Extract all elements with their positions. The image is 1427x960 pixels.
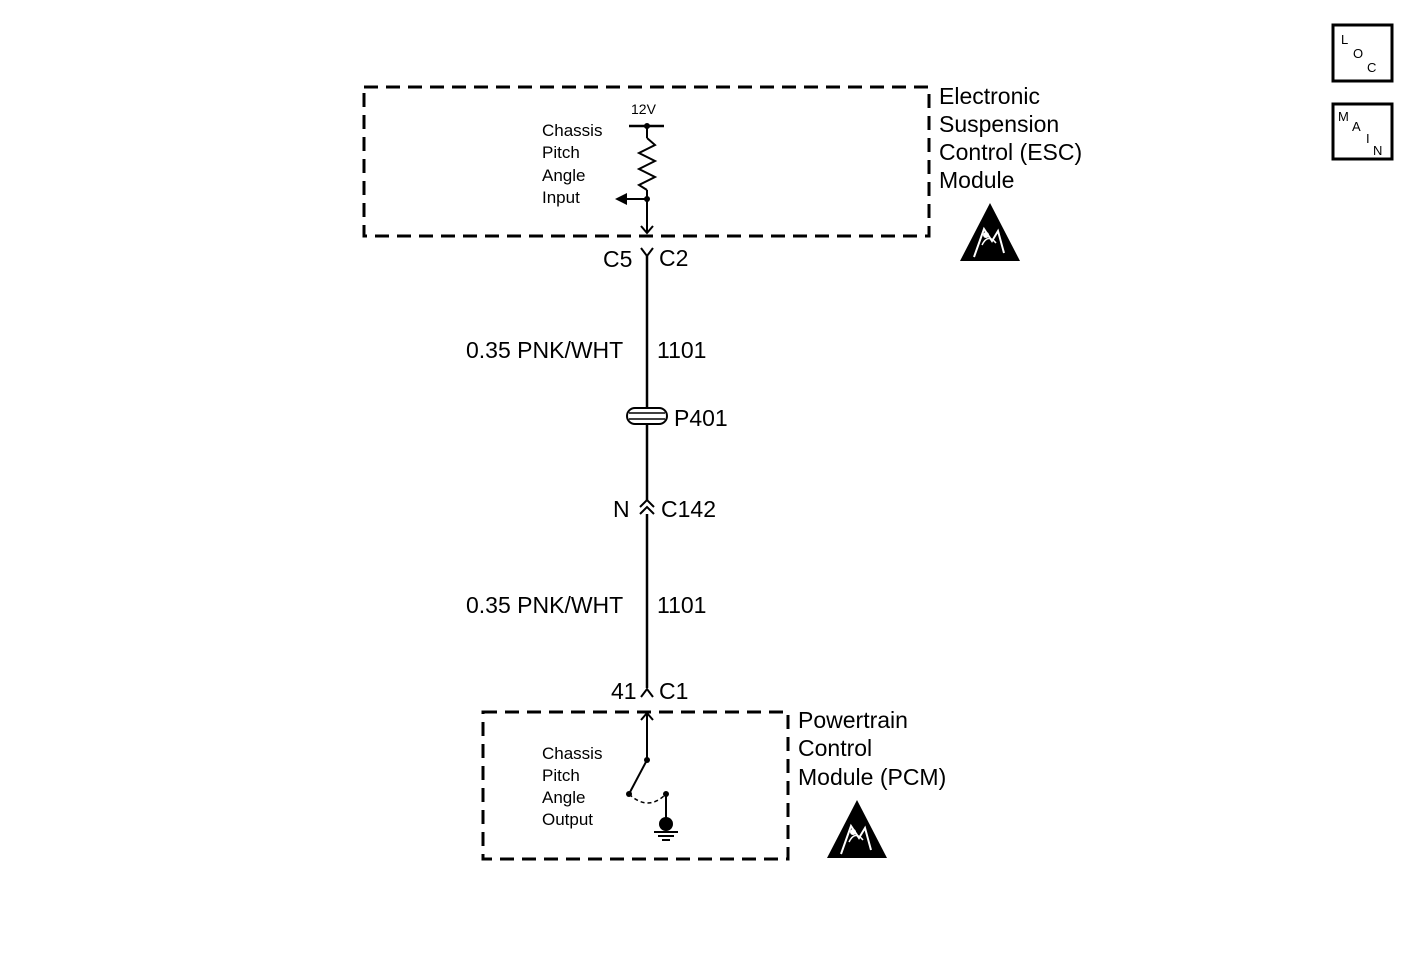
input-label-line-3: Angle xyxy=(542,166,585,185)
loc-letter-l: L xyxy=(1341,32,1348,47)
pullup-resistor xyxy=(636,137,658,191)
switch-mechanical-link xyxy=(628,793,667,804)
esc-module-box xyxy=(362,85,931,238)
pcm-module-name-line-1: Powertrain xyxy=(798,707,908,733)
pcm-module-name-line-2: Control xyxy=(798,735,872,761)
esc-module-name-line-4: Module xyxy=(939,167,1014,193)
wire-lower-spec: 0.35 PNK/WHT xyxy=(466,592,623,618)
inline-pin-label: N xyxy=(613,496,630,522)
supply-voltage-label: 12V xyxy=(631,101,657,117)
esc-connector-label: C2 xyxy=(659,245,688,271)
esc-connector-icon xyxy=(640,247,654,258)
esd-warning-icon xyxy=(827,800,887,858)
esc-terminal-icon xyxy=(640,225,654,235)
main-letter-a: A xyxy=(1352,119,1361,134)
output-label-line-2: Pitch xyxy=(542,766,580,785)
output-label-line-1: Chassis xyxy=(542,744,602,763)
esc-pin-label: C5 xyxy=(603,246,632,272)
wire-lower-circuit: 1101 xyxy=(657,592,706,618)
inline-connector-icon xyxy=(639,498,655,515)
input-label-line-1: Chassis xyxy=(542,121,602,140)
loc-button[interactable]: L O C xyxy=(1331,23,1394,83)
inline-connector-label: C142 xyxy=(661,496,716,522)
pcm-pin-label: 41 xyxy=(611,678,637,704)
main-letter-n: N xyxy=(1373,143,1382,158)
ground-icon xyxy=(654,817,678,841)
output-label-line-3: Angle xyxy=(542,788,585,807)
pcm-connector-label: C1 xyxy=(659,678,688,704)
wire-upper-circuit: 1101 xyxy=(657,337,706,363)
output-switch xyxy=(628,759,648,795)
input-arrow-icon xyxy=(615,193,627,205)
loc-letter-o: O xyxy=(1353,46,1363,61)
pcm-module-box xyxy=(481,710,790,861)
main-letter-m: M xyxy=(1338,109,1349,124)
pcm-connector-icon xyxy=(640,687,654,698)
splice-pack-icon xyxy=(626,407,668,425)
esd-warning-icon xyxy=(960,203,1020,261)
esc-module-name-line-3: Control (ESC) xyxy=(939,139,1082,165)
esc-module-name-line-2: Suspension xyxy=(939,111,1059,137)
esc-module-name-line-1: Electronic xyxy=(939,83,1040,109)
input-label-line-4: Input xyxy=(542,188,580,207)
loc-letter-c: C xyxy=(1367,60,1376,75)
main-button[interactable]: M A I N xyxy=(1331,102,1394,161)
input-label-line-2: Pitch xyxy=(542,143,580,162)
pcm-module-name-line-3: Module (PCM) xyxy=(798,764,946,790)
splice-pack-label: P401 xyxy=(674,405,728,431)
output-label-line-4: Output xyxy=(542,810,593,829)
wire-upper-spec: 0.35 PNK/WHT xyxy=(466,337,623,363)
main-letter-i: I xyxy=(1366,131,1370,146)
